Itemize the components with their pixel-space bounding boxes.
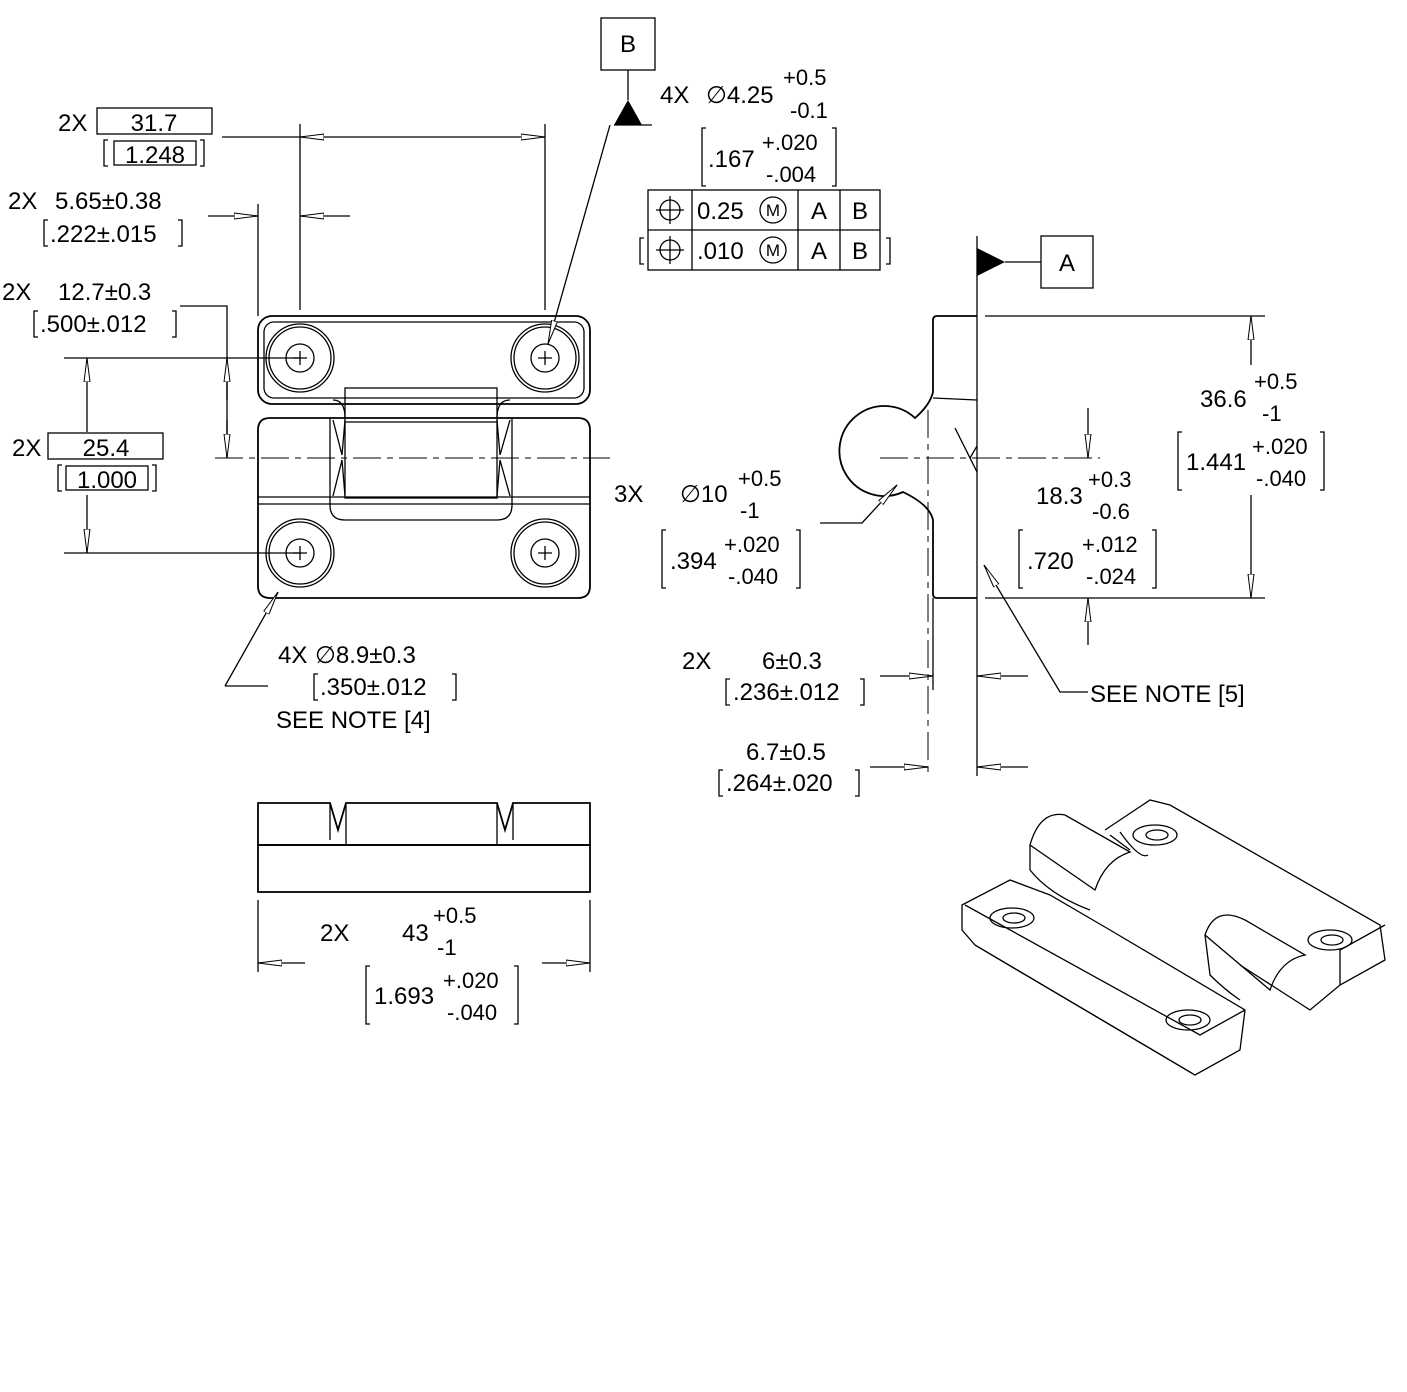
- overall-width-inch-upper: +.020: [443, 968, 499, 993]
- datum-b-symbol: B: [547, 17, 656, 344]
- overall-height-upper: +0.5: [1254, 369, 1297, 394]
- mount-hole-qty: 4X: [660, 82, 689, 109]
- hole-spacing-y-value: 25.4: [83, 435, 130, 462]
- mount-holes: [265, 323, 580, 588]
- overall-width-value: 43: [402, 920, 429, 947]
- overall-width-inch-lower: -.040: [447, 1000, 497, 1025]
- isometric-view: [961, 799, 1386, 1076]
- hole-spacing-y-inch: 1.000: [77, 467, 137, 494]
- mount-hole-upper: +0.5: [783, 65, 826, 90]
- top-leaf-outline: [257, 315, 591, 405]
- overall-width-qty: 2X: [320, 920, 349, 947]
- bottom-leaf-outline: [257, 417, 591, 599]
- overall-thickness-inch: .264±.020: [726, 770, 833, 797]
- knuckle-dia-inch: .394: [670, 548, 717, 575]
- axis-height-value: 18.3: [1036, 483, 1083, 510]
- knuckle-dia-lower: -1: [740, 498, 760, 523]
- knuckle-dia-value: ∅10: [680, 481, 728, 508]
- counterbore-qty: 4X: [278, 642, 307, 669]
- mount-hole-inch: .167: [708, 146, 755, 173]
- plate-thickness-value: 6±0.3: [762, 648, 822, 675]
- hole-to-axis-value: 12.7±0.3: [58, 279, 151, 306]
- fcf-modifier-mm: M: [766, 201, 780, 220]
- front-view: 2X 31.7 1.248 2X 5.65±0.38 .222±.015 2X …: [2, 107, 610, 734]
- knuckle-dia-inch-lower: -.040: [728, 564, 778, 589]
- fcf-datum-a-inch: A: [811, 238, 827, 265]
- hole-spacing-x-inch: 1.248: [125, 142, 185, 169]
- knuckle-dia-qty: 3X: [614, 481, 643, 508]
- feature-control-frame: 0.25 M A B .010 M A B: [639, 189, 891, 271]
- mount-hole-inch-upper: +.020: [762, 130, 818, 155]
- overall-height-lower: -1: [1262, 401, 1282, 426]
- overall-thickness-value: 6.7±0.5: [746, 739, 826, 766]
- side-profile: [838, 315, 977, 599]
- center-knuckle: [344, 387, 498, 499]
- hole-spacing-y-qty: 2X: [12, 435, 41, 462]
- hole-spacing-x-value: 31.7: [131, 110, 178, 137]
- datum-a-box: [1040, 235, 1094, 289]
- fcf-datum-a: A: [811, 198, 827, 225]
- bottom-view: 2X 43 +0.5 -1 1.693 +.020 -.040: [257, 802, 591, 1025]
- overall-width-upper: +0.5: [433, 903, 476, 928]
- mount-hole-value: ∅4.25: [706, 82, 774, 109]
- counterbore-inch: .350±.012: [320, 674, 427, 701]
- hole-to-axis-qty: 2X: [2, 279, 31, 306]
- fcf-tolerance-mm: 0.25: [697, 198, 744, 225]
- fcf-tolerance-inch: .010: [697, 238, 744, 265]
- side-view: A 36.6 +0.5 -1 1.441 +.020 -.040 18.3 +0…: [614, 235, 1325, 797]
- fcf-datum-b: B: [852, 198, 868, 225]
- see-note-5: SEE NOTE [5]: [1090, 681, 1245, 708]
- datum-b-label: B: [620, 31, 636, 58]
- mount-hole-inch-lower: -.004: [766, 162, 816, 187]
- axis-height-inch-lower: -.024: [1086, 564, 1136, 589]
- overall-width-lower: -1: [437, 935, 457, 960]
- overall-height-inch-lower: -.040: [1256, 466, 1306, 491]
- mmc-modifier-icon: [759, 196, 787, 224]
- axis-height-upper: +0.3: [1088, 467, 1131, 492]
- overall-height-inch: 1.441: [1186, 449, 1246, 476]
- edge-offset-value: 5.65±0.38: [55, 188, 162, 215]
- hole-spacing-x-qty: 2X: [58, 110, 87, 137]
- fcf-datum-b-inch: B: [852, 238, 868, 265]
- edge-offset-inch: .222±.015: [50, 221, 157, 248]
- plate-thickness-qty: 2X: [682, 648, 711, 675]
- overall-width-inch: 1.693: [374, 983, 434, 1010]
- counterbore-see-note: SEE NOTE [4]: [276, 707, 431, 734]
- edge-offset-qty: 2X: [8, 188, 37, 215]
- axis-height-lower: -0.6: [1092, 499, 1130, 524]
- knuckle-dia-upper: +0.5: [738, 466, 781, 491]
- plate-thickness-inch: .236±.012: [733, 679, 840, 706]
- datum-a-label: A: [1059, 250, 1075, 277]
- position-icon: [656, 196, 684, 264]
- fcf-modifier-inch: M: [766, 241, 780, 260]
- hole-to-axis-inch: .500±.012: [40, 311, 147, 338]
- mmc-modifier-icon: [759, 236, 787, 264]
- counterbore-value: ∅8.9±0.3: [315, 642, 416, 669]
- axis-height-inch: .720: [1027, 548, 1074, 575]
- axis-height-inch-upper: +.012: [1082, 532, 1138, 557]
- overall-height-value: 36.6: [1200, 386, 1247, 413]
- knuckle-dia-inch-upper: +.020: [724, 532, 780, 557]
- mount-hole-lower: -0.1: [790, 98, 828, 123]
- mount-hole-callout: 4X ∅4.25 +0.5 -0.1 .167 +.020 -.004: [660, 65, 837, 187]
- overall-height-inch-upper: +.020: [1252, 434, 1308, 459]
